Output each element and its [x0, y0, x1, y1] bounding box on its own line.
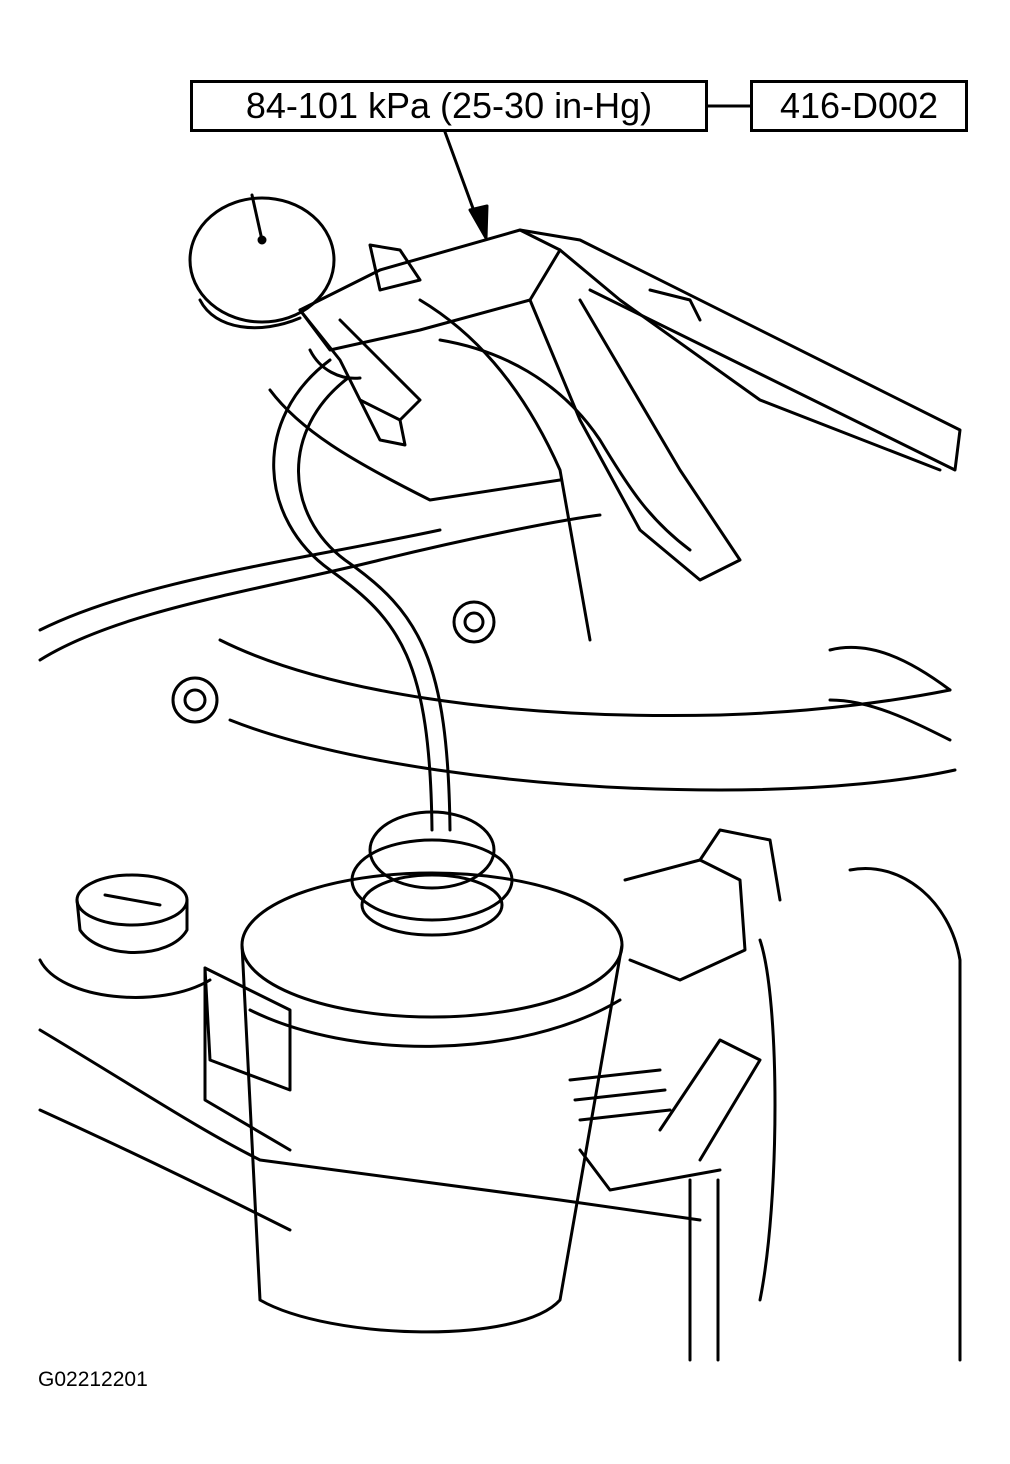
tool-number-callout: 416-D002 — [750, 80, 968, 132]
engine-cover-outline — [38, 298, 602, 662]
bolt-head — [171, 676, 219, 724]
figure-id: G02212201 — [38, 1368, 148, 1391]
filler-cap — [38, 873, 212, 999]
fluid-reservoir — [240, 871, 624, 1334]
hand-vacuum-pump — [298, 228, 962, 582]
bolt-head — [452, 600, 496, 644]
lower-frame — [38, 1028, 762, 1362]
leader-arrow — [443, 130, 489, 240]
pump-adapter-fitting — [298, 308, 422, 447]
right-hose — [758, 645, 962, 1362]
vacuum-gauge — [188, 193, 336, 330]
tool-number-label: 416-D002 — [779, 85, 939, 126]
vacuum-hose — [272, 358, 452, 832]
vacuum-spec-label: 84-101 kPa (25-30 in-Hg) — [245, 85, 653, 126]
sensor-connector — [623, 828, 782, 982]
vacuum-spec-callout: 84-101 kPa (25-30 in-Hg) — [190, 80, 708, 132]
coolant-hose — [218, 638, 957, 792]
reservoir-bracket — [203, 966, 292, 1152]
